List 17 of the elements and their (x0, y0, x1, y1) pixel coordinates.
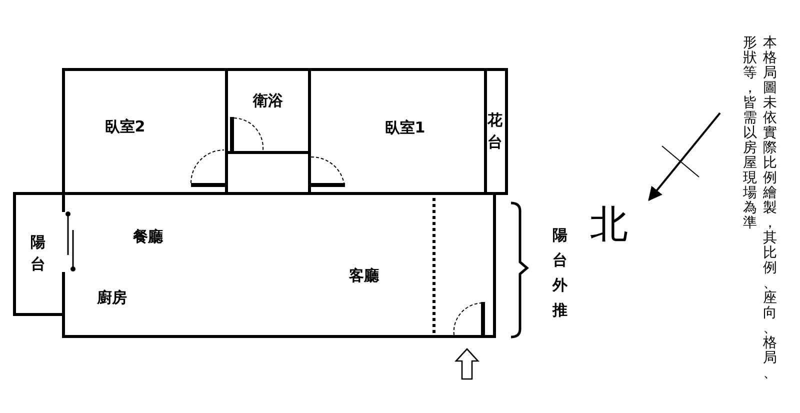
room-label: 餐廳 (133, 230, 163, 244)
room-label: 客廳 (349, 268, 379, 284)
room-box (484, 68, 508, 195)
room-label: 花台 (488, 110, 502, 153)
room-box (62, 68, 228, 195)
room-label: 廚房 (97, 290, 127, 306)
note-text: 陽台外推 (552, 225, 568, 321)
room-box (225, 68, 311, 154)
room-label: 衛浴 (253, 94, 283, 108)
direction-label: 北 (590, 205, 628, 243)
disclaimer-text: 本格局圖未依實際比例繪製，其比例、座向、格局、形狀等，皆需以房屋現場為準 (742, 36, 778, 383)
room-box (308, 68, 487, 195)
room-box (62, 192, 496, 338)
room-box (13, 192, 65, 316)
room-label: 臥室2 (104, 120, 146, 134)
room-label: 臥室1 (384, 120, 426, 136)
room-label: 陽台 (30, 232, 46, 275)
